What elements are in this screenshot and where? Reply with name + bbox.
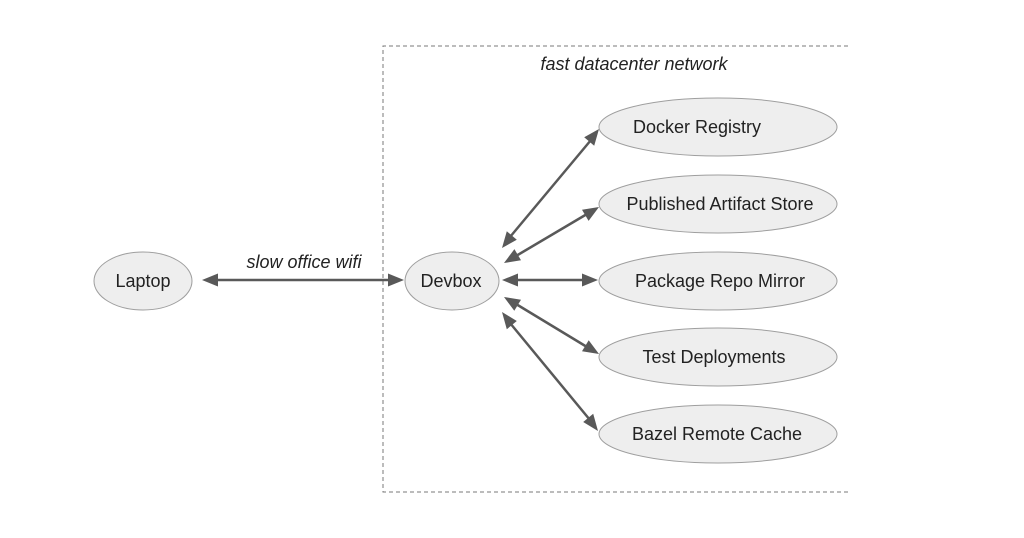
node-docker-registry: Docker Registry [598,97,838,157]
node-label-laptop: Laptop [115,271,170,291]
edge-label-slow-office-wifi: slow office wifi [246,252,362,272]
node-devbox: Devbox [404,251,500,311]
edge-devbox-bazel-cache [502,312,598,431]
node-package-repo-mirror: Package Repo Mirror [598,251,838,311]
edge-devbox-package-repo [502,273,598,287]
edge-devbox-docker-registry [502,129,599,248]
edge-devbox-artifact-store [504,207,599,263]
edges: slow office wifi [202,129,599,431]
datacenter-region-label: fast datacenter network [540,54,728,74]
node-label-bazel-remote-cache: Bazel Remote Cache [632,424,802,444]
node-label-test-deployments: Test Deployments [642,347,785,367]
node-bazel-remote-cache: Bazel Remote Cache [598,404,838,464]
datacenter-region-border [382,45,848,493]
node-laptop: Laptop [93,251,193,311]
node-label-published-artifact-store: Published Artifact Store [626,194,813,214]
node-label-devbox: Devbox [420,271,481,291]
node-label-docker-registry: Docker Registry [633,117,761,137]
edge-devbox-test-deployments [504,297,599,354]
node-test-deployments: Test Deployments [598,327,838,387]
node-published-artifact-store: Published Artifact Store [598,174,838,234]
edge-laptop-devbox [202,273,404,287]
node-label-package-repo-mirror: Package Repo Mirror [635,271,805,291]
